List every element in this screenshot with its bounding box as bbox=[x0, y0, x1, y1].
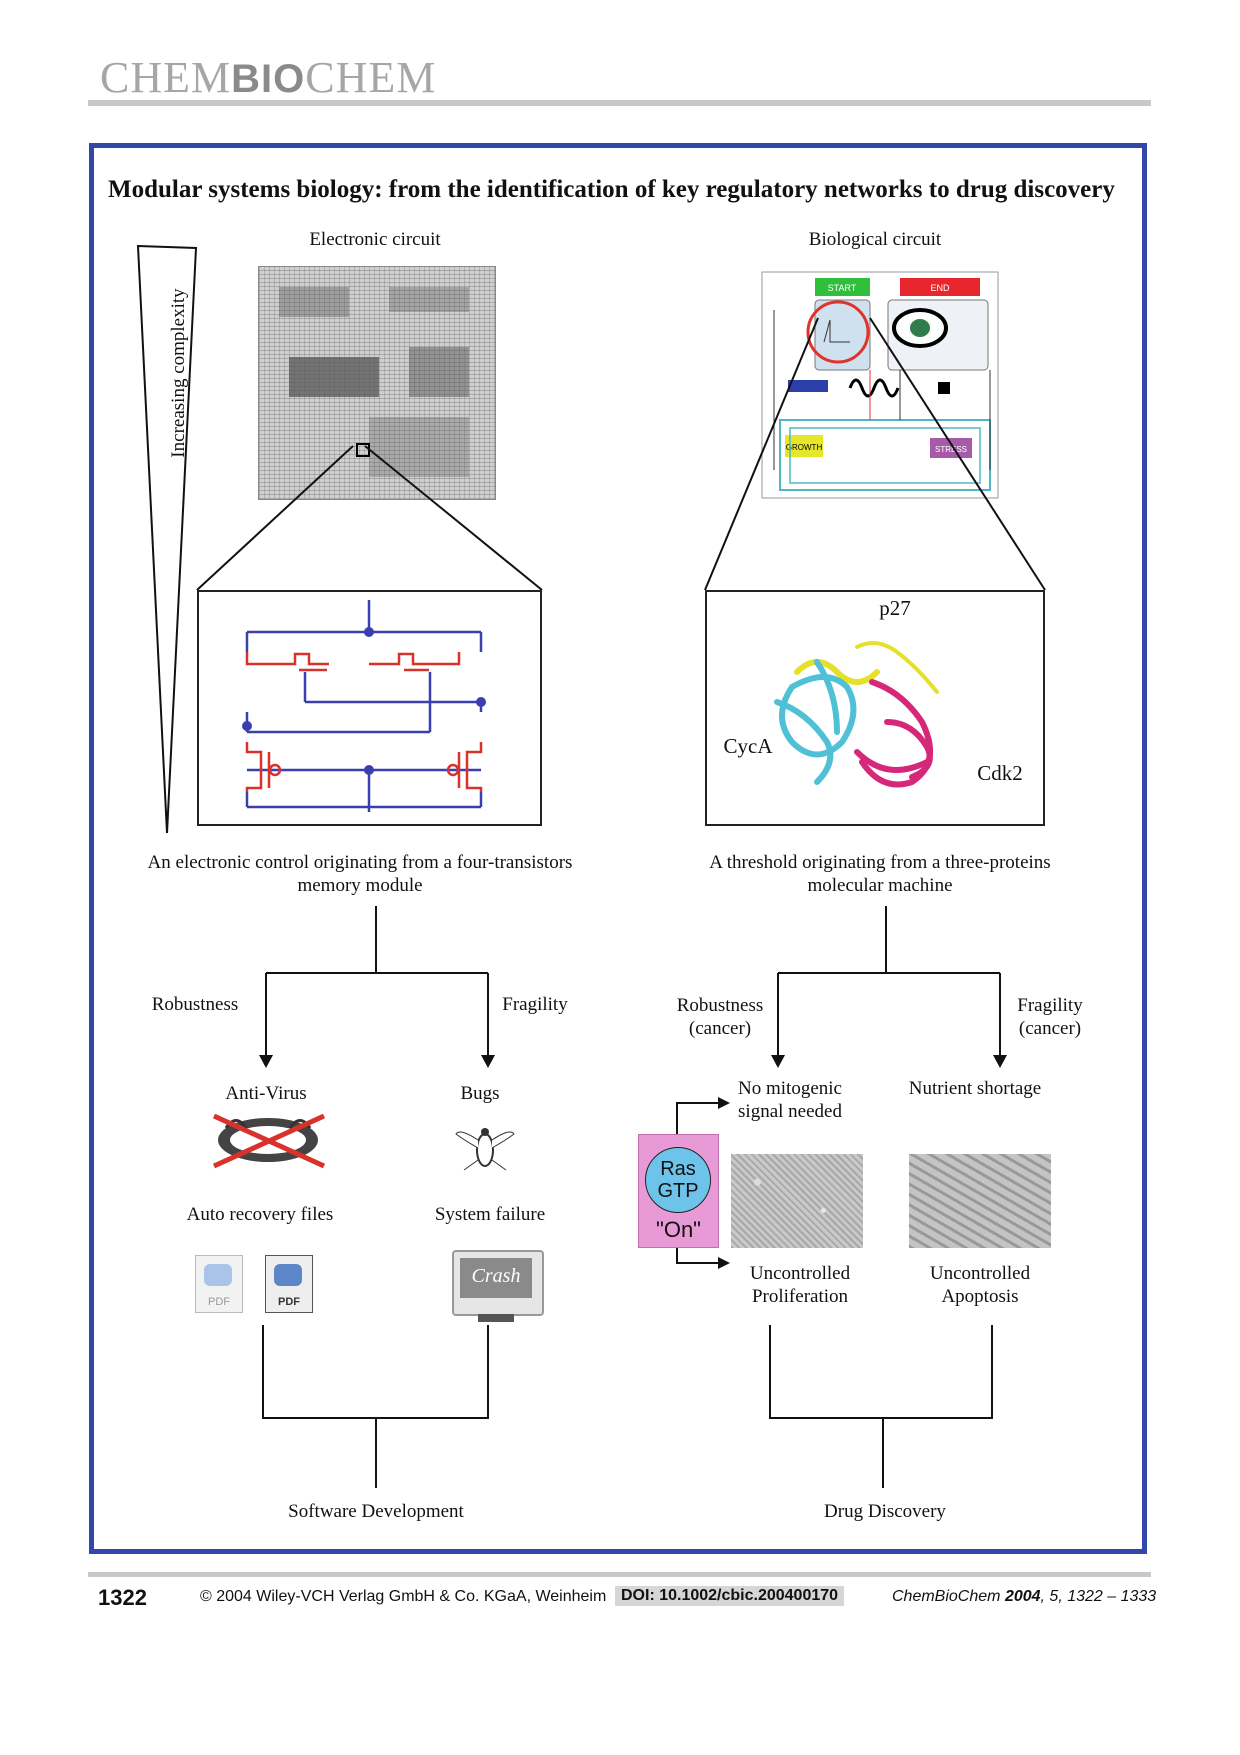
svg-text:END: END bbox=[930, 283, 950, 293]
nutrient-shortage-label: Nutrient shortage bbox=[908, 1078, 1042, 1099]
svg-text:STRESS: STRESS bbox=[935, 445, 967, 454]
antivirus-label: Anti-Virus bbox=[225, 1083, 307, 1104]
cdk2-label: Cdk2 bbox=[977, 761, 1023, 785]
copyright: © 2004 Wiley-VCH Verlag GmbH & Co. KGaA,… bbox=[200, 1588, 607, 1605]
monitor-stand bbox=[478, 1314, 514, 1322]
fragility-cancer-label: Fragility(cancer) bbox=[1017, 995, 1083, 1039]
cyca-label: CycA bbox=[723, 734, 773, 758]
doi: DOI: 10.1002/cbic.200400170 bbox=[615, 1586, 845, 1606]
crash-monitor-icon: Crash bbox=[452, 1250, 544, 1316]
end-node bbox=[900, 278, 980, 296]
antivirus-crossed-icon bbox=[212, 1113, 326, 1169]
header-rule bbox=[88, 100, 1151, 106]
figure-title: Modular systems biology: from the identi… bbox=[108, 176, 1115, 203]
p27-label: p27 bbox=[879, 596, 911, 620]
start-node bbox=[815, 278, 870, 296]
cycle-signal-node bbox=[788, 380, 828, 392]
pdf-file-icon: PDF bbox=[195, 1255, 243, 1313]
biological-circuit-heading: Biological circuit bbox=[808, 229, 942, 250]
page-number: 1322 bbox=[98, 1585, 147, 1610]
pdf-file-icon-recovered: PDF bbox=[265, 1255, 313, 1313]
bugs-label: Bugs bbox=[460, 1083, 500, 1104]
protein-structure-box bbox=[705, 590, 1045, 826]
chip-micrograph bbox=[258, 266, 496, 500]
citation: ChemBioChem 2004, 5, 1322 – 1333 bbox=[892, 1588, 1157, 1605]
electronic-circuit-heading: Electronic circuit bbox=[309, 229, 441, 250]
system-failure-label: System failure bbox=[434, 1204, 546, 1225]
biological-caption: A threshold originating from a three-pro… bbox=[709, 852, 1051, 896]
four-transistor-schematic bbox=[242, 600, 486, 812]
electronic-caption: An electronic control originating from a… bbox=[147, 852, 573, 896]
software-development-label: Software Development bbox=[288, 1501, 464, 1522]
biological-network-diagram: START END GROWTH STRESS bbox=[761, 271, 999, 499]
bug-icon bbox=[455, 1128, 515, 1171]
svg-text:START: START bbox=[828, 283, 857, 293]
transistor-circuit-box bbox=[197, 590, 542, 826]
complexity-wedge bbox=[136, 244, 198, 834]
robustness-label-left: Robustness bbox=[151, 994, 239, 1015]
auto-recovery-label: Auto recovery files bbox=[186, 1204, 334, 1225]
proliferation-cell-photo bbox=[731, 1154, 863, 1248]
ras-on-label: "On" bbox=[656, 1217, 701, 1242]
robustness-cancer-label: Robustness(cancer) bbox=[676, 995, 764, 1039]
drug-discovery-label: Drug Discovery bbox=[824, 1501, 946, 1522]
fragility-label-left: Fragility bbox=[502, 994, 568, 1015]
complexity-label: Increasing complexity bbox=[168, 288, 189, 458]
figure-frame bbox=[89, 143, 1147, 1554]
apoptosis-cell-photo bbox=[909, 1154, 1051, 1248]
journal-title: CHEMBIOCHEM bbox=[100, 53, 437, 102]
svg-text:GROWTH: GROWTH bbox=[786, 443, 823, 452]
protein-ribbon-structure bbox=[774, 641, 939, 788]
footer-rule bbox=[88, 1572, 1151, 1577]
